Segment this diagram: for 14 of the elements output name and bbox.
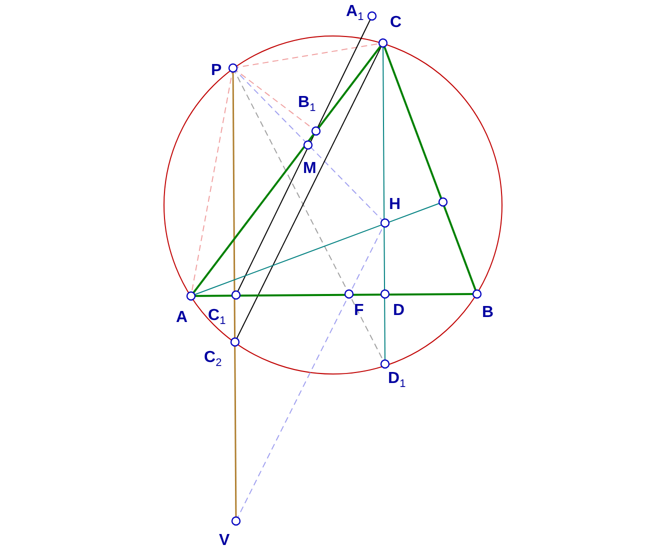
point-label: B$_{1}$ [298, 94, 316, 116]
point-label: F [354, 302, 364, 320]
point-label: P [211, 62, 222, 80]
point-label: A$_{1}$ [346, 3, 364, 26]
point-label: C$_{2}$ [204, 349, 222, 372]
point-label: D [393, 302, 405, 320]
point-label: H [389, 196, 401, 214]
point-label: C [390, 14, 402, 32]
point-label: D$_{1}$ [388, 370, 406, 392]
point-label: B [482, 304, 494, 322]
point-label: C$_{1}$ [208, 307, 226, 330]
point-label: M [303, 160, 316, 178]
point-label: A [176, 309, 188, 327]
point-label: V [219, 532, 230, 550]
